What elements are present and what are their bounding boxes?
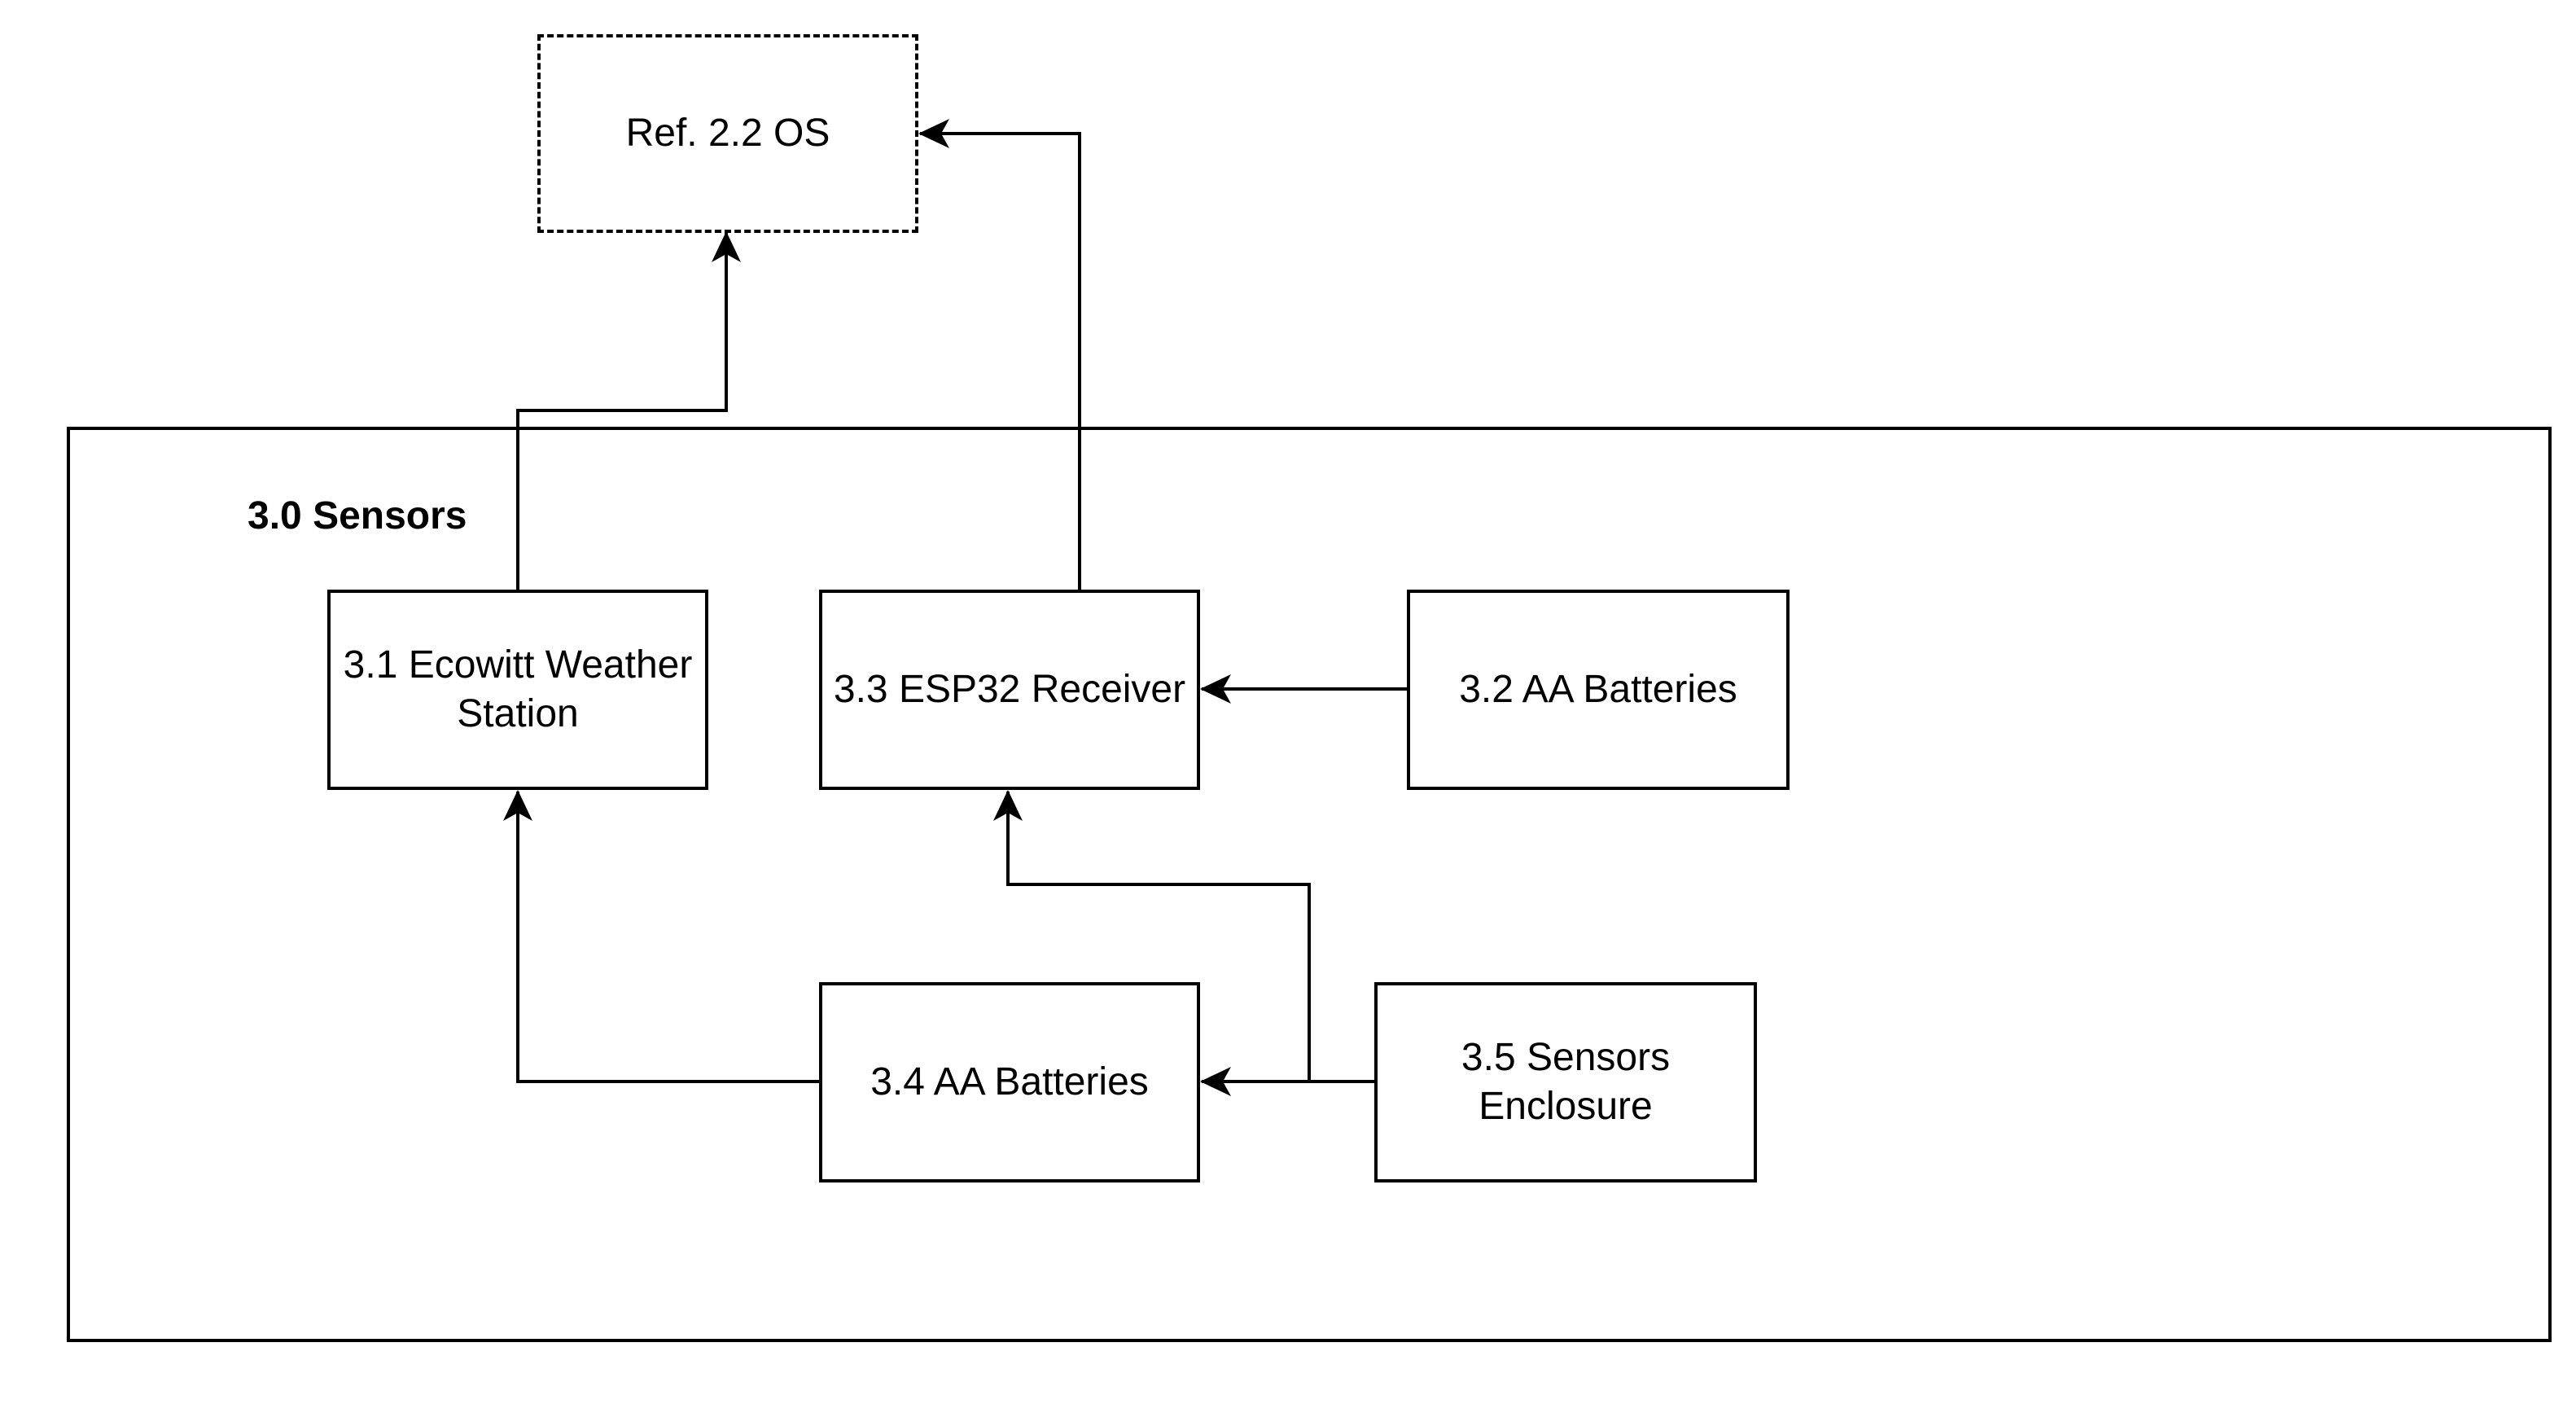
block-label: 3.2 AA Batteries [1459,668,1737,711]
block-3-1-ecowitt-weather-station: 3.1 Ecowitt Weather Station [327,590,708,790]
edge-3-5-to-3-3 [1006,792,1311,1082]
container-title: 3.0 Sensors [248,494,467,537]
block-label: 3.4 AA Batteries [870,1060,1149,1103]
block-ref-2-2-os: Ref. 2.2 OS [537,34,918,233]
block-3-5-sensors-enclosure: 3.5 Sensors Enclosure [1374,982,1757,1182]
edge-3-4-to-3-1 [516,792,819,1083]
block-label: 3.3 ESP32 Receiver [833,668,1186,711]
block-3-2-aa-batteries: 3.2 AA Batteries [1407,590,1790,790]
edge-3-3-to-ref-os [920,132,1081,590]
block-label: Ref. 2.2 OS [625,112,830,155]
block-label: 3.5 Sensors Enclosure [1461,1036,1671,1128]
sensors-container [67,427,2552,1342]
block-3-4-aa-batteries: 3.4 AA Batteries [819,982,1200,1182]
block-3-3-esp32-receiver: 3.3 ESP32 Receiver [819,590,1200,790]
block-label: 3.1 Ecowitt Weather Station [343,643,693,735]
edge-3-1-to-ref-os [516,233,728,590]
